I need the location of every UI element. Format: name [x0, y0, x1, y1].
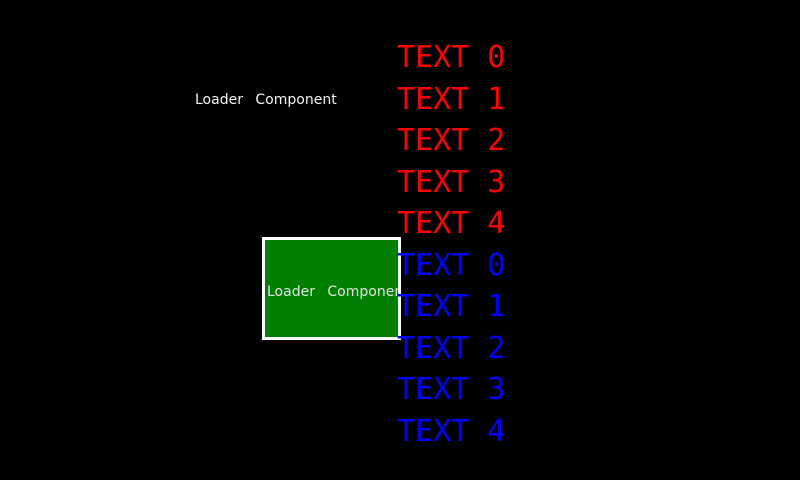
list-item-red-0[interactable]: TEXT 0	[397, 40, 506, 75]
loader-component-label: Loader Component	[195, 92, 337, 108]
list-item-red-4[interactable]: TEXT 4	[397, 206, 506, 241]
loader-component-panel-label: Loader Component	[267, 284, 401, 300]
list-item-blue-0[interactable]: TEXT 0	[397, 247, 506, 283]
list-item-blue-2[interactable]: TEXT 2	[397, 330, 506, 366]
list-item-red-2[interactable]: TEXT 2	[397, 123, 506, 158]
list-item-blue-1[interactable]: TEXT 1	[397, 289, 506, 324]
list-item-red-3[interactable]: TEXT 3	[397, 164, 506, 200]
text-list: TEXT 0 TEXT 1 TEXT 2 TEXT 3 TEXT 4 TEXT …	[397, 37, 505, 452]
list-item-blue-4[interactable]: TEXT 4	[397, 413, 506, 449]
list-item-blue-3[interactable]: TEXT 3	[397, 372, 506, 407]
loader-component-panel: Loader Component	[262, 237, 401, 340]
list-item-red-1[interactable]: TEXT 1	[397, 81, 506, 117]
